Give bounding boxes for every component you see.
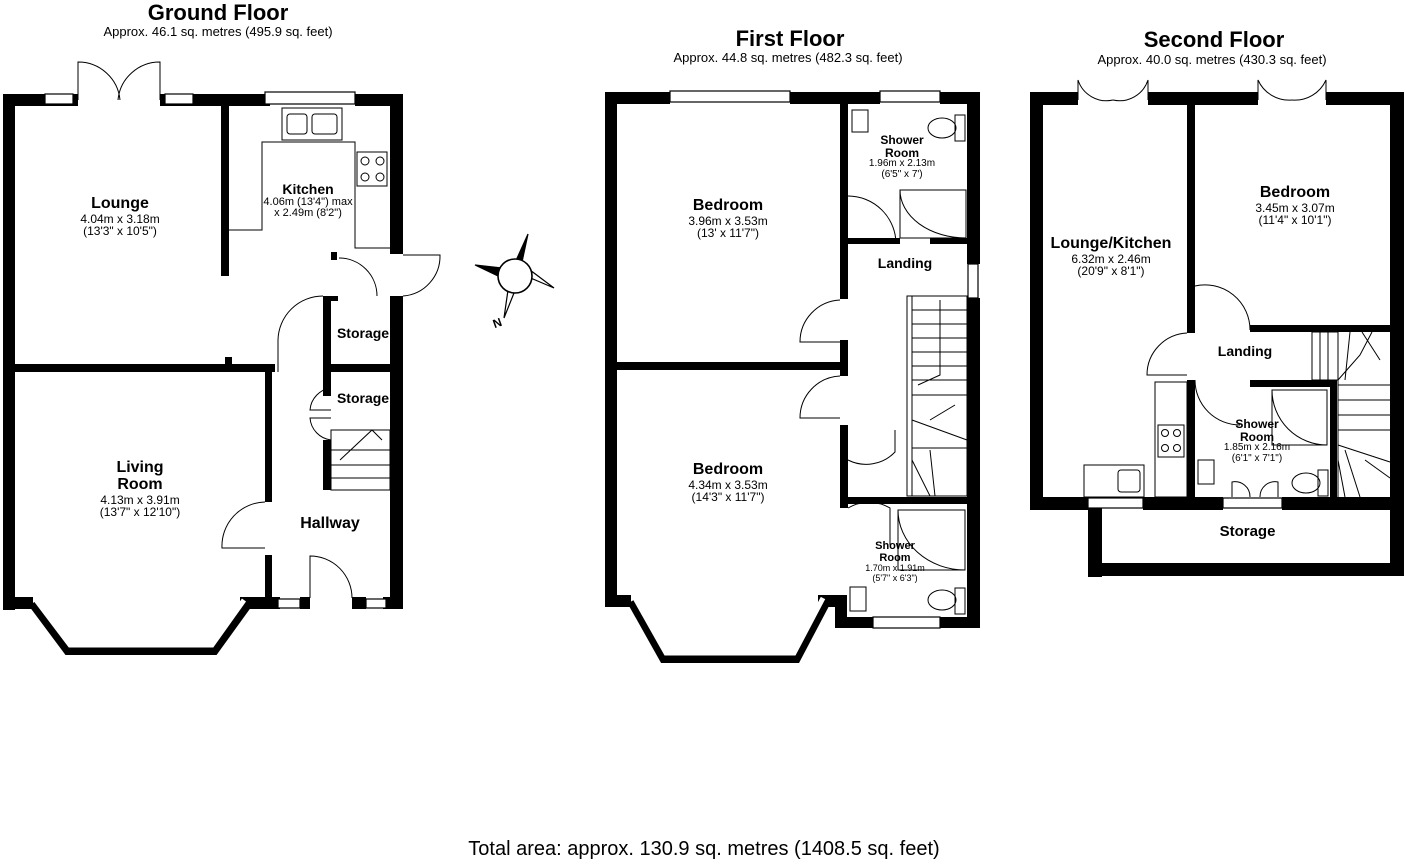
room-dimensions-imperial: (13' x 11'7") bbox=[697, 226, 759, 241]
room-dimensions: 1.85m x 2.16m bbox=[1223, 442, 1291, 454]
room-dimensions-imperial: (6'1" x 7'1") bbox=[1231, 452, 1283, 464]
room-name: Storage bbox=[1219, 523, 1276, 540]
room-storage-upper: Storage bbox=[333, 326, 393, 341]
first-floor-area: Approx. 44.8 sq. metres (482.3 sq. feet) bbox=[673, 50, 903, 65]
room-shower-room-upper: Shower Room 1.96m x 2.13m (6'5" x 7') bbox=[852, 134, 952, 180]
room-name-line2: Room bbox=[885, 145, 919, 160]
room-shower-room-second: Shower Room 1.85m x 2.16m (6'1" x 7'1") bbox=[1212, 418, 1302, 464]
room-dimensions: 1.96m x 2.13m bbox=[868, 158, 936, 170]
total-area: Total area: approx. 130.9 sq. metres (14… bbox=[468, 838, 940, 860]
room-lounge-kitchen: Lounge/Kitchen 6.32m x 2.46m (20'9" x 8'… bbox=[1040, 235, 1182, 279]
room-hallway: Hallway bbox=[285, 515, 375, 533]
room-dimensions: 6.32m x 2.46m bbox=[1071, 251, 1151, 266]
second-doors bbox=[1077, 79, 1327, 498]
second-windows bbox=[1087, 497, 1283, 509]
compass-icon bbox=[474, 233, 555, 319]
room-name: Hallway bbox=[300, 515, 360, 532]
room-shower-room-lower: Shower Room 1.70m x 1.91m (5'7" x 6'3") bbox=[849, 540, 941, 583]
room-landing-first: Landing bbox=[865, 256, 945, 271]
ground-floor-plan bbox=[3, 61, 441, 655]
room-landing-second: Landing bbox=[1205, 344, 1285, 359]
room-dimensions: 1.70m x 1.91m bbox=[865, 563, 925, 574]
ground-kitchen-units bbox=[229, 107, 390, 249]
room-dimensions-imperial: (20'9" x 8'1") bbox=[1077, 264, 1145, 279]
second-floor-plan bbox=[1030, 79, 1404, 577]
ground-windows bbox=[28, 91, 387, 655]
room-name: Storage bbox=[336, 390, 390, 406]
first-floor-title: First Floor bbox=[735, 26, 845, 51]
room-name-line2: Room bbox=[1240, 429, 1274, 444]
second-stairs bbox=[1311, 331, 1391, 498]
second-floor-area: Approx. 40.0 sq. metres (430.3 sq. feet) bbox=[1097, 52, 1327, 67]
room-lounge: Lounge 4.04m x 3.18m (13'3" x 10'5") bbox=[40, 195, 200, 239]
ground-floor-title: Ground Floor bbox=[147, 0, 289, 25]
room-dimensions: 4.06m (13'4") max bbox=[263, 195, 353, 208]
room-name: Kitchen bbox=[282, 181, 334, 197]
room-dimensions-imperial: (11'4" x 10'1") bbox=[1258, 213, 1332, 228]
room-name: Landing bbox=[1217, 343, 1273, 359]
room-bedroom-rear: Bedroom 4.34m x 3.53m (14'3" x 11'7") bbox=[648, 461, 808, 505]
first-walls bbox=[605, 92, 980, 628]
room-name: Bedroom bbox=[1259, 184, 1331, 201]
room-name: Shower bbox=[1235, 417, 1279, 431]
first-floor-plan bbox=[605, 90, 980, 663]
room-name: Bedroom bbox=[692, 197, 764, 214]
room-name: Living bbox=[116, 459, 164, 476]
room-name: Landing bbox=[877, 255, 933, 271]
first-stairs bbox=[906, 295, 968, 497]
room-dimensions-imperial: (14'3" x 11'7") bbox=[691, 490, 765, 505]
room-dimensions: 4.34m x 3.53m bbox=[688, 477, 768, 492]
first-doors bbox=[799, 195, 897, 545]
room-name: Shower bbox=[875, 540, 915, 552]
room-dimensions-imperial: (13'3" x 10'5") bbox=[83, 224, 157, 239]
second-walls bbox=[1030, 92, 1404, 577]
room-name: Bedroom bbox=[692, 461, 764, 478]
room-dimensions-imperial: (5'7" x 6'3") bbox=[872, 572, 918, 583]
room-kitchen: Kitchen 4.06m (13'4") max x 2.49m (8'2") bbox=[248, 182, 368, 220]
room-dimensions-imperial: (6'5" x 7') bbox=[881, 168, 923, 180]
ground-floor-area: Approx. 46.1 sq. metres (495.9 sq. feet) bbox=[103, 24, 333, 39]
room-dimensions: 3.45m x 3.07m bbox=[1255, 200, 1335, 215]
second-fittings bbox=[1083, 381, 1329, 498]
room-dimensions-imperial: (13'7" x 12'10") bbox=[99, 505, 181, 520]
room-dimensions-extra: x 2.49m (8'2") bbox=[274, 207, 342, 220]
room-storage-lower: Storage bbox=[333, 391, 393, 406]
room-dimensions: 4.04m x 3.18m bbox=[80, 211, 160, 226]
room-name: Lounge/Kitchen bbox=[1050, 235, 1172, 252]
room-dimensions: 3.96m x 3.53m bbox=[688, 213, 768, 228]
room-name: Lounge bbox=[91, 195, 149, 212]
room-storage-second: Storage bbox=[1200, 524, 1295, 540]
room-name: Storage bbox=[336, 325, 390, 341]
first-windows bbox=[627, 90, 979, 663]
room-bedroom-front: Bedroom 3.96m x 3.53m (13' x 11'7") bbox=[648, 197, 808, 241]
ground-doors bbox=[77, 61, 441, 599]
first-shower-fittings bbox=[849, 109, 967, 615]
room-name-line2: Room bbox=[117, 475, 163, 493]
room-dimensions: 4.13m x 3.91m bbox=[100, 492, 180, 507]
second-floor-title: Second Floor bbox=[1143, 27, 1285, 52]
room-name: Shower bbox=[880, 133, 924, 147]
ground-stairs bbox=[330, 429, 391, 491]
room-living-room: Living Room 4.13m x 3.91m (13'7" x 12'10… bbox=[60, 459, 220, 520]
ground-walls bbox=[3, 94, 403, 610]
room-bedroom-second: Bedroom 3.45m x 3.07m (11'4" x 10'1") bbox=[1215, 184, 1375, 228]
room-name-line2: Room bbox=[879, 551, 911, 564]
